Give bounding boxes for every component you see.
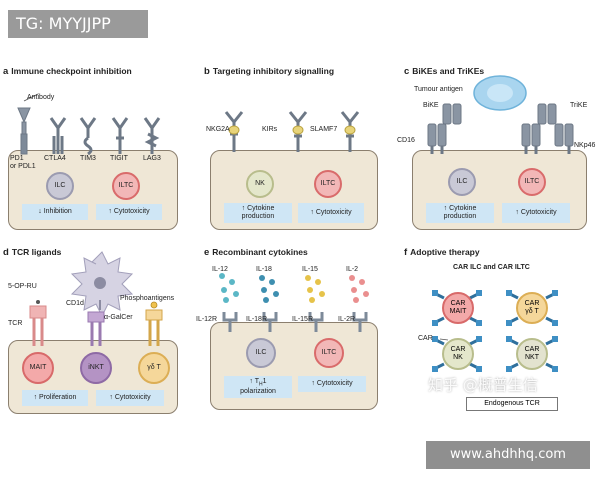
panel-b-ligands <box>228 125 356 135</box>
dendritic-cell-cd1d <box>70 251 134 318</box>
tumour-antigen-cloud <box>473 75 527 111</box>
car-cell-type: NK <box>453 354 463 361</box>
il15-dots <box>305 275 325 303</box>
effect-line-2: production <box>241 213 275 220</box>
cytokine-production-effect-box: ↑ Cytokine production <box>426 203 494 223</box>
cytotoxicity-effect-box: ↑ Cytotoxicity <box>96 390 164 406</box>
cd16-label: CD16 <box>397 137 415 144</box>
car-subtitle: CAR ILC and CAR ILTC <box>453 264 530 271</box>
cytotoxicity-effect-box: ↑ Cytotoxicity <box>96 204 162 220</box>
car-cell-type: γδ T <box>525 308 539 315</box>
cytotoxicity-effect-box: ↑ Cytotoxicity <box>298 376 366 392</box>
car-cell-type: NKT <box>525 354 539 361</box>
cytokine-production-effect-box: ↑ Cytokine production <box>224 203 292 223</box>
effect-line-1: ↑ Cytokine <box>443 205 477 212</box>
il15-label: IL-15 <box>302 266 318 273</box>
panel-a-antibodies <box>17 107 161 156</box>
il15r-label: IL-15R <box>292 316 314 323</box>
receptor-label-kirs: KIRs <box>262 126 278 133</box>
il2r-label: IL-2R <box>338 316 356 323</box>
il18-label: IL-18 <box>256 266 272 273</box>
inkt-cell: iNKT <box>80 352 112 384</box>
car-cell-label: CAR <box>450 346 466 353</box>
receptor-label-nkg2a: NKG2A <box>206 126 230 133</box>
cytotoxicity-effect-box: ↑ Cytotoxicity <box>502 203 570 223</box>
bike-trike-constructs <box>427 103 574 147</box>
nkp46-label: NKp46 <box>574 142 596 149</box>
iltc-cell: ILTC <box>314 170 342 198</box>
effect-line-1: ↑ Cytokine <box>241 205 275 212</box>
receptor-label-tim3: TIM3 <box>80 155 96 162</box>
cd1d-label: CD1d <box>66 300 84 307</box>
effect-line-2: polarization <box>240 388 276 396</box>
proliferation-effect-box: ↑ Proliferation <box>22 390 88 406</box>
tumour-antigen-label: Tumour antigen <box>414 86 463 93</box>
iltc-cell: ILTC <box>314 338 344 368</box>
source-tag: TG: MYYJJPP <box>8 10 148 38</box>
effect-line-2: production <box>443 213 477 220</box>
mait-cell: MAIT <box>22 352 54 384</box>
receptor-label-pdl1: or PDL1 <box>10 163 36 170</box>
car-cell-label: CAR <box>450 300 466 307</box>
receptor-label-pd1: PD1 <box>10 155 24 162</box>
nk-cell: NK <box>246 170 274 198</box>
op-ru-label: 5-OP-RU <box>8 283 37 290</box>
receptor-label-tigit: TIGIT <box>110 155 128 162</box>
car-cell-type: MAIT <box>449 308 467 315</box>
effect-line-1: ↑ TH1 <box>249 377 267 388</box>
il2-dots <box>349 275 369 303</box>
il12-label: IL-12 <box>212 266 228 273</box>
ilc-cell: ILC <box>46 172 74 200</box>
bike-label: BiKE <box>423 102 439 109</box>
il2-label: IL-2 <box>346 266 359 273</box>
ilc-cell: ILC <box>246 338 276 368</box>
car-label: CAR <box>418 335 433 342</box>
iltc-cell: ILTC <box>518 168 546 196</box>
car-cell-label: CAR <box>524 300 540 307</box>
receptor-label-ctla4: CTLA4 <box>44 155 66 162</box>
il18r-label: IL-18R <box>246 316 268 323</box>
car-cell-label: CAR <box>524 346 540 353</box>
watermark-text: 知乎 @概普生信 <box>428 376 538 394</box>
galcer-label: α-GalCer <box>104 314 133 321</box>
il18-dots <box>259 275 279 303</box>
panel-b-receptors <box>224 111 360 152</box>
trike-label: TriKE <box>570 102 588 109</box>
receptor-label-lag3: LAG3 <box>143 155 161 162</box>
ilc-cell: ILC <box>448 168 476 196</box>
th1-polarization-effect-box: ↑ TH1 polarization <box>224 376 292 398</box>
il12r-label: IL-12R <box>196 316 218 323</box>
antibody-label: Antibody <box>27 94 55 101</box>
tcr-label: TCR <box>8 320 23 327</box>
iltc-cell: ILTC <box>112 172 140 200</box>
il12-dots <box>219 273 239 303</box>
cytotoxicity-effect-box: ↑ Cytotoxicity <box>298 203 364 223</box>
gamma-delta-t-cell: γδ T <box>138 352 170 384</box>
endogenous-tcr-legend: Endogenous TCR <box>466 397 558 411</box>
inhibition-effect-box: ↓ Inhibition <box>22 204 88 220</box>
phosphoantigens-label: Phosphoantigens <box>120 295 175 302</box>
panel-e-receptors <box>222 312 368 332</box>
receptor-label-slamf7: SLAMF7 <box>310 126 338 133</box>
panel-d-tcrs <box>29 305 163 346</box>
footer-url-banner: www.ahdhhq.com <box>426 441 590 469</box>
